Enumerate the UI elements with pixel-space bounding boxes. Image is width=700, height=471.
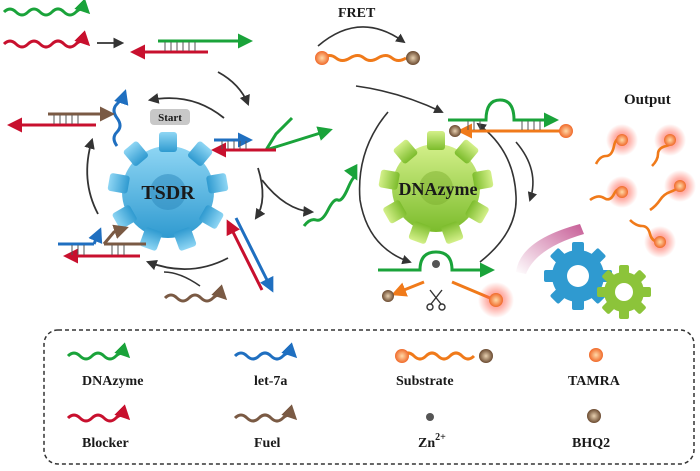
legend-tamra-label: TAMRA — [568, 374, 621, 389]
scissors-icon — [426, 289, 446, 311]
fuel-strand-bottom — [163, 284, 228, 303]
legend-zn-label: Zn2+ — [418, 432, 446, 451]
legend-dnazyme-swatch — [66, 342, 131, 361]
let7a-strand-start — [112, 89, 129, 147]
dnazyme-label: DNAzyme — [399, 179, 478, 199]
dnazyme-cycle-arrow — [358, 111, 412, 265]
fret-arrow — [317, 26, 406, 47]
duplex-lower-left — [58, 224, 146, 264]
legend-let7a-swatch — [233, 342, 298, 361]
legend-substrate-bhq2 — [479, 349, 493, 363]
duplex-top — [130, 33, 253, 60]
tsdr-cycle-arrow — [147, 93, 225, 119]
legend-blocker-label: Blocker — [82, 436, 129, 451]
tsdr-cycle-arrow — [254, 167, 266, 220]
cleavage-complex — [378, 250, 514, 318]
legend-fuel-label: Fuel — [254, 436, 281, 451]
dnazyme-substrate-complex-top — [448, 98, 573, 139]
dnazyme-cycle-arrow — [476, 122, 517, 263]
arrow — [515, 141, 537, 202]
output-fluorophores — [589, 124, 696, 258]
legend-bhq2-label: BHQ2 — [572, 436, 610, 451]
tsdr-cycle-arrow — [84, 137, 99, 215]
twin-gears-icon — [544, 242, 651, 319]
fret-label: FRET — [338, 6, 376, 21]
substrate-strand-fret — [321, 54, 407, 62]
legend-substrate-swatch — [400, 351, 476, 361]
legend-tamra-dot — [589, 348, 603, 362]
tamra-dot — [315, 51, 329, 65]
tsdr-cycle-arrow — [145, 257, 229, 271]
duplex-diagonal — [226, 217, 274, 293]
tsdr-label: TSDR — [141, 182, 195, 204]
duplex-left — [6, 106, 115, 133]
legend-fuel-swatch — [233, 404, 298, 423]
start-badge — [150, 109, 190, 125]
legend-box — [43, 329, 695, 465]
dnazyme-strand-top — [2, 0, 91, 17]
legend-dnazyme-label: DNAzyme — [82, 374, 143, 389]
start-label: Start — [158, 112, 182, 124]
legend-zn-dot — [426, 413, 434, 421]
legend-blocker-swatch — [66, 404, 131, 423]
dnazyme-gear-icon — [378, 131, 494, 244]
dnazyme-strand-released — [302, 163, 358, 227]
legend-substrate-label: Substrate — [396, 374, 454, 389]
duplex-start-right — [211, 116, 333, 158]
zn-ion — [432, 260, 440, 268]
arrow — [355, 85, 444, 114]
bhq2-dot — [406, 51, 420, 65]
arrow — [163, 271, 201, 287]
legend-bhq2-dot — [587, 409, 601, 423]
output-swoosh — [516, 224, 584, 274]
arrow-to-dnazyme — [261, 179, 315, 217]
arrow — [217, 71, 250, 107]
legend-let7a-label: let-7a — [254, 374, 287, 389]
legend-substrate-tamra — [395, 349, 409, 363]
output-label: Output — [624, 92, 671, 108]
blocker-strand-top — [2, 30, 91, 49]
